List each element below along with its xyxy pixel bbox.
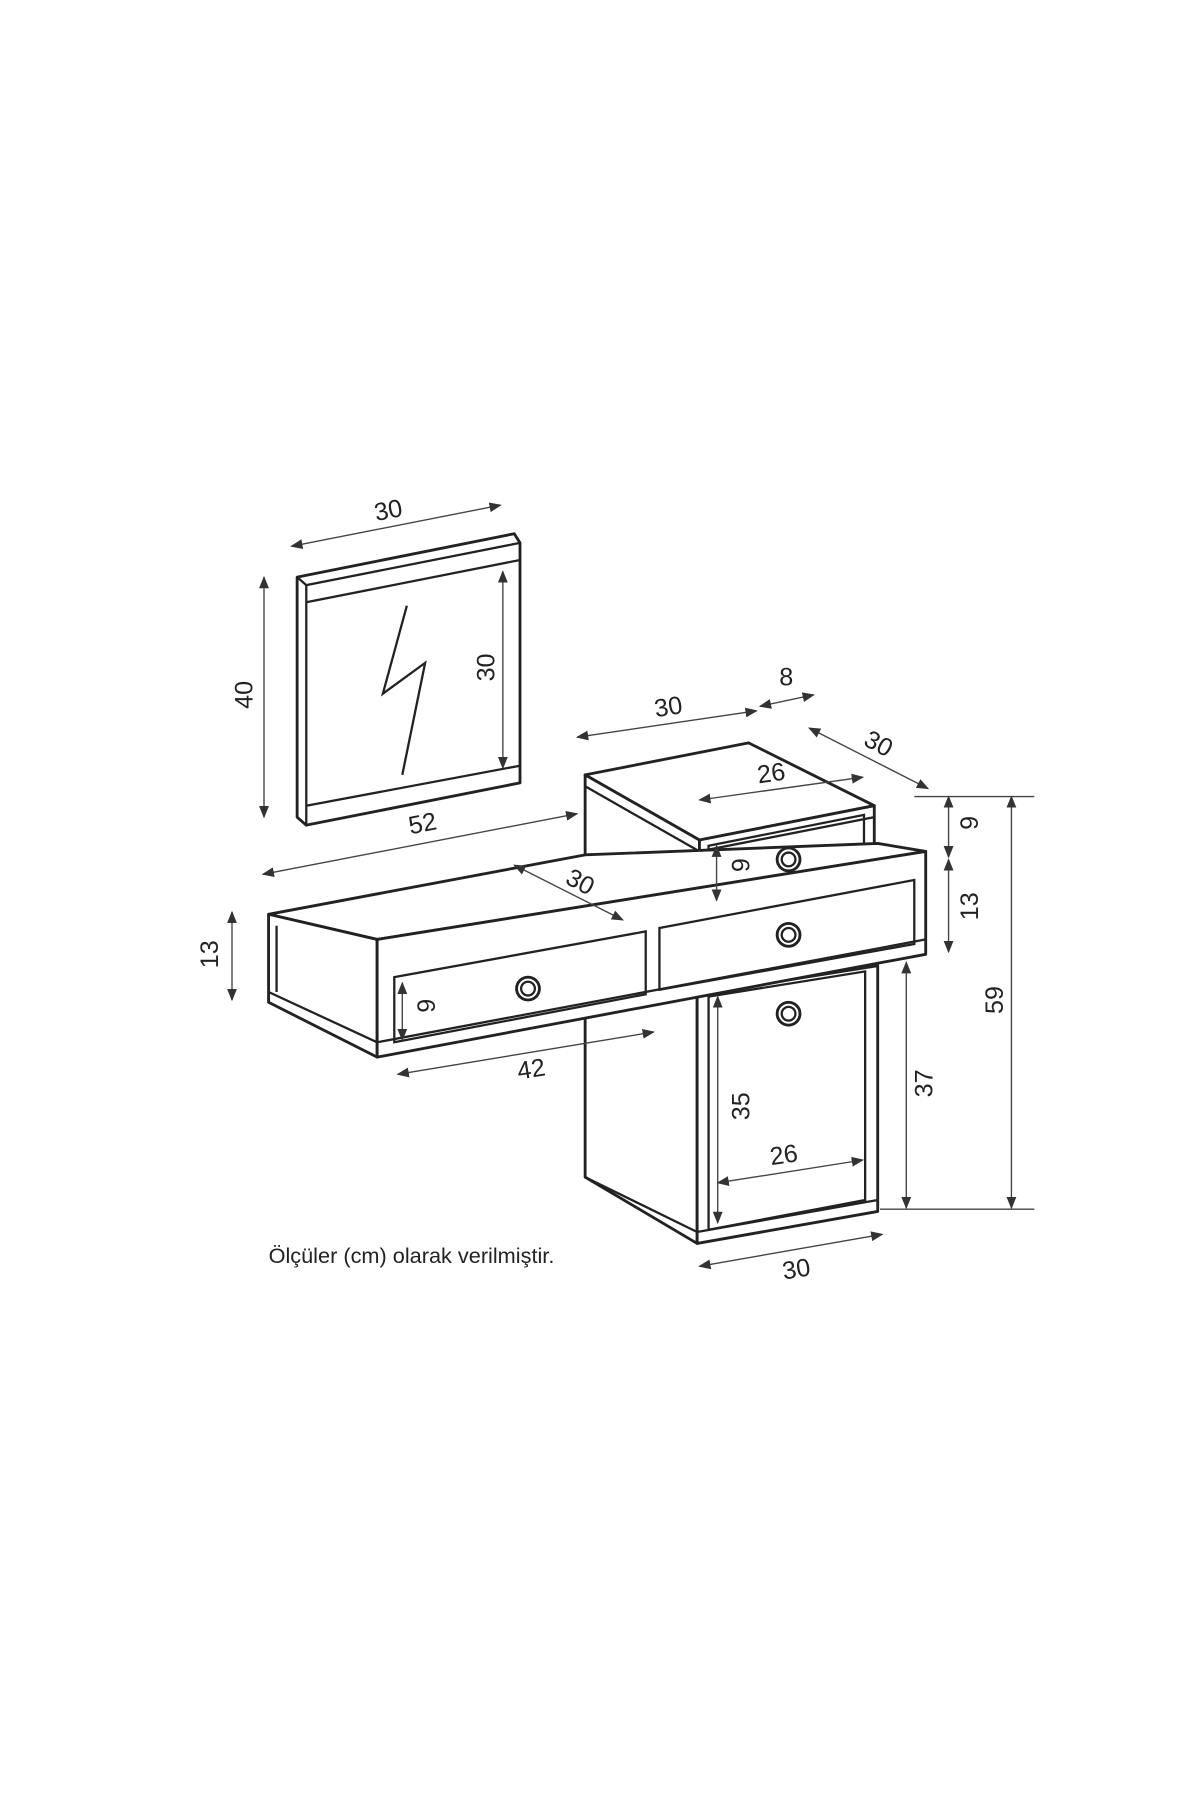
top-box-offset-label: 8 [779,663,793,691]
knob-icon [775,921,802,948]
knob-icon [515,975,541,1002]
door-height-label: 35 [727,1092,755,1120]
mirror-reflection-icon [380,605,427,776]
right-top-height-label: 9 [956,816,984,830]
cabinet-width-label: 30 [780,1254,812,1286]
shelf-height-label: 13 [196,940,224,968]
caption: Ölçüler (cm) olarak verilmiştir. [269,1243,555,1268]
knob-icon [775,846,802,873]
left-drawer-height-label: 9 [413,999,441,1013]
mirror-width-label: 30 [372,494,405,527]
mirror-inner-height-label: 30 [473,653,501,681]
top-box-width-label: 30 [652,691,684,723]
left-drawer-width-label: 42 [515,1054,547,1086]
right-mid-height-label: 13 [956,892,984,920]
mirror-height-label: 40 [230,681,258,709]
top-drawer-height-label: 9 [727,858,755,872]
shelf-width-label: 52 [406,807,439,840]
knob-icon [775,1000,802,1027]
knobs [515,846,802,1027]
top-drawer-width-label: 26 [755,758,787,790]
cabinet-height-label: 37 [910,1069,938,1097]
door-width-label: 26 [768,1139,800,1171]
total-height-label: 59 [981,986,1009,1014]
dimension-lines [227,502,1035,1270]
mirror [295,532,522,827]
